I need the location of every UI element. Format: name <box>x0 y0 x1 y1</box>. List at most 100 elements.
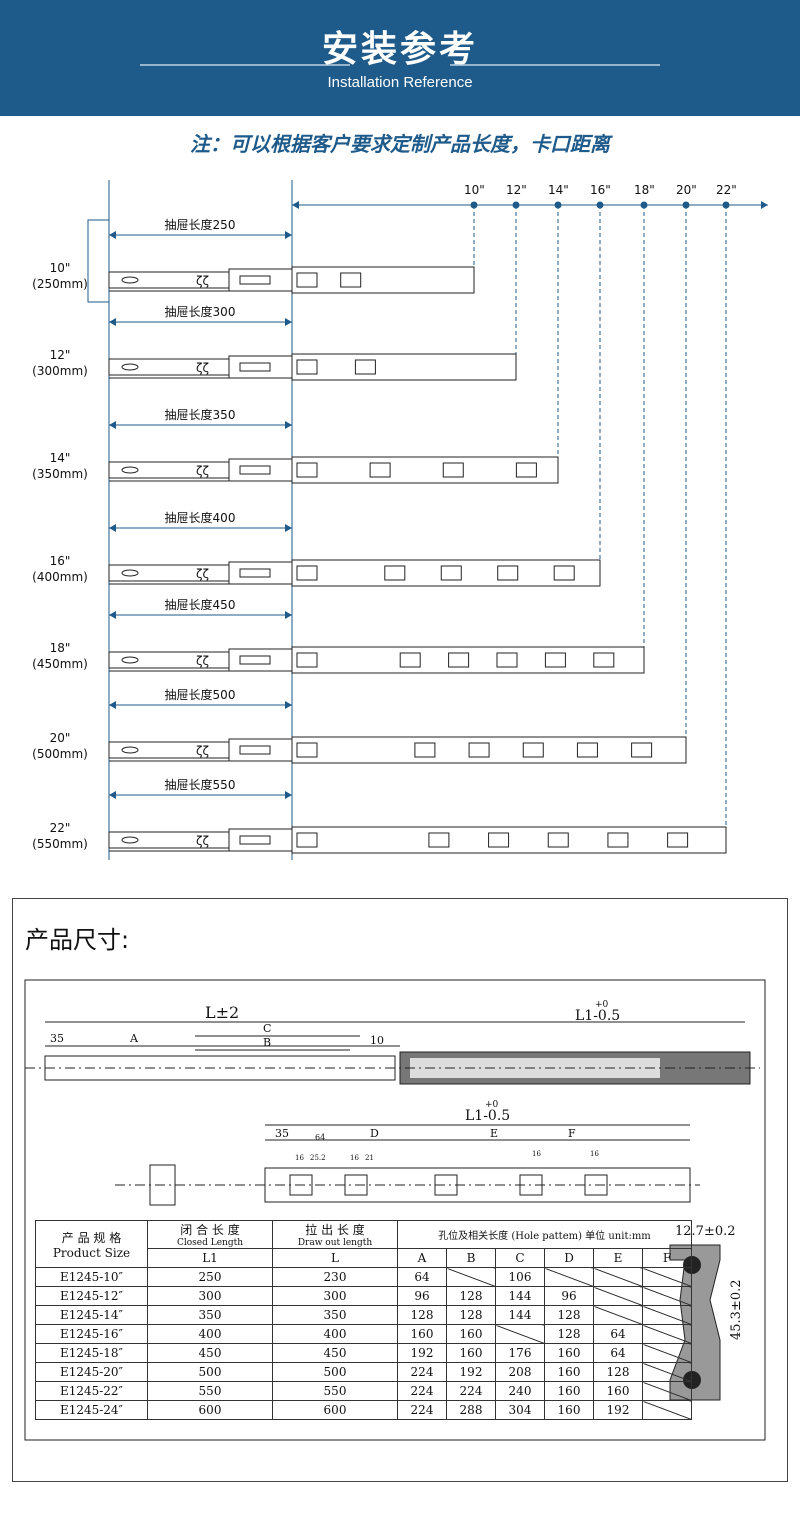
mount-hole <box>607 832 629 848</box>
cell-e <box>593 1267 643 1287</box>
slot-hole <box>121 276 139 284</box>
mount-hole <box>354 359 376 375</box>
slide-mm-label: (300mm) <box>32 364 88 378</box>
scale-label: 14" <box>548 183 569 197</box>
th-closed-en: Closed Length <box>176 1238 244 1248</box>
title-rule-left <box>140 64 350 66</box>
drawer-length-label: 抽屉长度400 <box>165 510 236 525</box>
cell-l: 450 <box>272 1343 398 1363</box>
cell-c: 144 <box>495 1305 545 1325</box>
slot-hole <box>121 363 139 371</box>
mount-hole <box>497 565 519 581</box>
cell-name: E1245-20″ <box>35 1362 148 1382</box>
cell-d: 128 <box>544 1324 594 1344</box>
cell-l1: 500 <box>147 1362 273 1382</box>
mount-hole <box>440 565 462 581</box>
dimensions-title: 产品尺寸: <box>25 926 130 954</box>
break-mark: ζζ <box>196 567 209 581</box>
slide-middle-member <box>228 268 293 292</box>
slide-middle-member <box>228 458 293 482</box>
arrowhead <box>285 231 292 239</box>
cell-f <box>642 1267 692 1287</box>
slide-mm-label: (350mm) <box>32 467 88 481</box>
mount-hole <box>468 742 490 758</box>
cell-d: 160 <box>544 1362 594 1382</box>
cell-a: 96 <box>397 1286 447 1306</box>
cell-a: 192 <box>397 1343 447 1363</box>
slide-size-label: 12" <box>50 348 71 362</box>
latch <box>239 362 271 372</box>
dim-c-label: C <box>263 1022 271 1035</box>
slide-outer-member <box>108 461 230 479</box>
cell-a: 64 <box>397 1267 447 1287</box>
slide-size-label: 16" <box>50 554 71 568</box>
mount-hole <box>369 462 391 478</box>
mount-bracket <box>296 462 318 478</box>
mounting-slot <box>289 1174 313 1196</box>
th-col-a: A <box>397 1248 447 1268</box>
mount-hole <box>576 742 598 758</box>
dimensions-panel <box>12 898 788 1482</box>
hole-16d-label: 16 <box>590 1150 599 1158</box>
arrowhead <box>285 701 292 709</box>
latch <box>239 745 271 755</box>
cell-c: 144 <box>495 1286 545 1306</box>
mount-bracket <box>296 652 318 668</box>
cell-b: 160 <box>446 1324 496 1344</box>
arrowhead <box>285 524 292 532</box>
slide-size-label: 22" <box>50 821 71 835</box>
scale-arrow-left <box>292 201 299 209</box>
rail-profile-end <box>149 1164 176 1206</box>
hole-21-label: 21 <box>365 1154 374 1162</box>
mount-hole <box>522 742 544 758</box>
cell-l: 550 <box>272 1381 398 1401</box>
cell-a: 224 <box>397 1362 447 1382</box>
slide-inner-member <box>291 266 475 294</box>
size-bracket <box>87 219 109 303</box>
cell-l1: 450 <box>147 1343 273 1363</box>
slide-size-label: 20" <box>50 731 71 745</box>
slot-hole <box>121 656 139 664</box>
slot-hole <box>121 746 139 754</box>
cell-e: 192 <box>593 1400 643 1420</box>
arrowhead <box>109 701 116 709</box>
drawer-length-label: 抽屉长度250 <box>165 217 236 232</box>
mid-l1-tolerance: +0 <box>485 1100 499 1110</box>
drawing-frame <box>24 979 766 1441</box>
slot-hole <box>121 466 139 474</box>
cell-l: 350 <box>272 1305 398 1325</box>
mount-hole <box>442 462 464 478</box>
dim-35-label: 35 <box>50 1032 64 1045</box>
mount-hole <box>488 832 510 848</box>
cell-d <box>544 1267 594 1287</box>
mounting-slot <box>584 1174 608 1196</box>
th-draw: 拉 出 长 度 Draw out length <box>272 1220 398 1249</box>
drawer-length-label: 抽屉长度300 <box>165 304 236 319</box>
mount-hole <box>667 832 689 848</box>
th-col-d: D <box>544 1248 594 1268</box>
mount-hole <box>340 272 362 288</box>
cell-b: 128 <box>446 1286 496 1306</box>
cell-name: E1245-12″ <box>35 1286 148 1306</box>
slide-outer-member <box>108 564 230 582</box>
cell-a: 224 <box>397 1400 447 1420</box>
table-header-row: 产 品 规 格 Product Size 闭 合 长 度 Closed Leng… <box>35 1220 692 1268</box>
cell-b: 128 <box>446 1305 496 1325</box>
latch <box>239 835 271 845</box>
mount-bracket <box>296 832 318 848</box>
page-title: 安装参考 <box>321 29 478 70</box>
mount-hole <box>428 832 450 848</box>
cell-f <box>642 1400 692 1420</box>
th-draw-en: Draw out length <box>297 1238 373 1248</box>
hole-16c-label: 16 <box>532 1150 541 1158</box>
mount-hole <box>399 652 421 668</box>
spec-table: 产 品 规 格 Product Size 闭 合 长 度 Closed Leng… <box>35 1220 692 1420</box>
mid-35-label: 35 <box>275 1127 289 1140</box>
dim-10-label: 10 <box>370 1034 384 1047</box>
cell-d: 160 <box>544 1343 594 1363</box>
cell-l1: 300 <box>147 1286 273 1306</box>
th-draw-cn: 拉 出 长 度 <box>305 1223 365 1237</box>
